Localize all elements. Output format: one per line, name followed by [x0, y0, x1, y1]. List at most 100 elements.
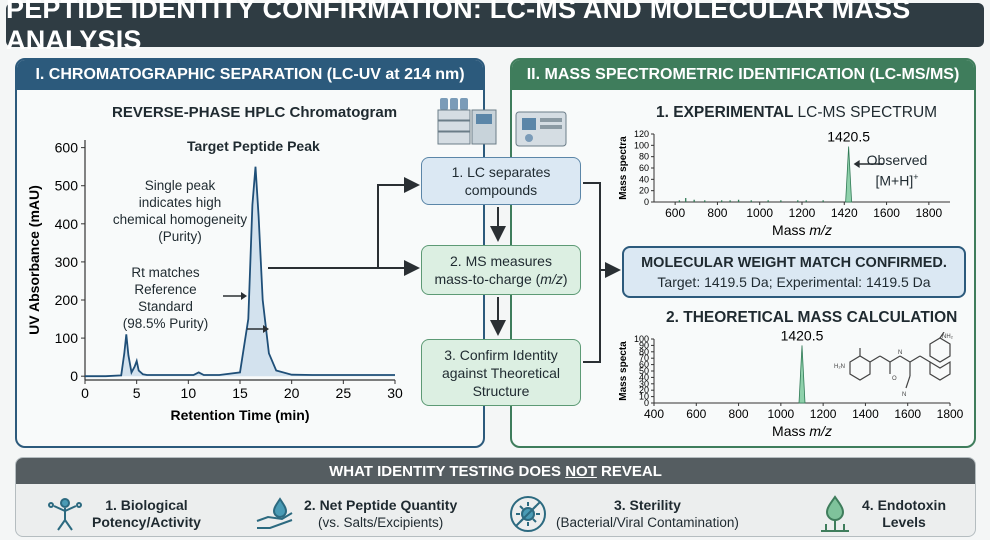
no-microbe-icon	[510, 496, 546, 532]
y-tick-label: 20	[639, 385, 649, 395]
flow-step-2-line: 2. MS measures	[450, 253, 552, 269]
flow-step-ms-measures: 2. MS measures mass-to-charge (m/z)	[421, 245, 581, 295]
spectrum-peak	[798, 345, 806, 404]
target-peak-label: Target Peptide Peak	[187, 138, 320, 154]
flow-step-1-line: 1. LC separates	[451, 164, 551, 180]
y-tick-label: 80	[639, 152, 649, 162]
retention-note-line: Reference	[134, 282, 197, 297]
y-tick-label: 80	[639, 347, 649, 357]
x-tick-label: 1200	[789, 206, 816, 220]
x-tick-label: 1400	[852, 407, 879, 421]
match-confirmed-box: MOLECULAR WEIGHT MATCH CONFIRMED. Target…	[622, 246, 966, 298]
limitation-subtitle: Levels	[882, 514, 926, 530]
y-tick-label: 40	[639, 174, 649, 184]
purity-note-line: (Purity)	[158, 229, 202, 244]
x-axis-label: Mass m/z	[772, 423, 832, 439]
x-tick-label: 1000	[746, 206, 773, 220]
purity-note-line: chemical homogeneity	[112, 212, 248, 227]
limitations-header-not: NOT	[565, 462, 597, 480]
x-axis-label: Retention Time (min)	[171, 407, 310, 423]
flow-step-2-line: mass-to-charge (m/z)	[434, 270, 567, 288]
x-tick-label: 20	[284, 385, 300, 401]
limitation-text: 2. Net Peptide Quantity(vs. Salts/Excipi…	[304, 497, 457, 531]
observed-label: Observed	[866, 152, 928, 168]
y-tick-label: 50	[639, 366, 649, 376]
x-tick-label: 1800	[916, 206, 943, 220]
hplc-instrument-icon	[437, 98, 497, 145]
x-tick-label: 1600	[873, 206, 900, 220]
x-tick-label: 600	[665, 206, 685, 220]
water-drop-plant-icon	[821, 495, 849, 532]
purity-arrow-head	[263, 325, 269, 333]
y-axis-label: Mass specta	[618, 341, 629, 401]
retention-arrow-head	[241, 292, 247, 300]
purity-note-line: Single peak	[144, 178, 216, 193]
flow-step-1-line: compounds	[464, 182, 538, 198]
limitation-title: 4. Endotoxin	[862, 497, 946, 513]
match-detail: Target: 1419.5 Da; Experimental: 1419.5 …	[657, 274, 931, 290]
observed-ion: [M+H]+	[852, 169, 942, 190]
flow-step-confirm-identity: 3. Confirm Identity against Theoretical …	[421, 339, 581, 406]
y-tick-label: 0	[70, 368, 78, 384]
x-tick-label: 1200	[810, 407, 837, 421]
y-axis-label: Mass spectra	[618, 136, 629, 200]
y-tick-label: 60	[639, 163, 649, 173]
peak-label: 1420.5	[827, 128, 870, 144]
retention-note-line: Standard	[138, 299, 193, 314]
x-tick-label: 1600	[894, 407, 921, 421]
svg-text:H₂N: H₂N	[834, 364, 845, 370]
experimental-spectrum-title-bold: 1. EXPERIMENTAL	[656, 104, 794, 121]
x-axis-label: Mass m/z	[772, 222, 832, 238]
flow-step-2-mz: m/z	[540, 271, 563, 287]
purity-note-line: indicates high	[138, 195, 222, 210]
y-tick-label: 60	[639, 360, 649, 370]
x-tick-label: 0	[81, 385, 89, 401]
y-tick-label: 120	[634, 129, 649, 139]
y-tick-label: 0	[644, 197, 649, 207]
y-tick-label: 40	[639, 372, 649, 382]
theoretical-mass-title: 2. THEORETICAL MASS CALCULATION	[666, 309, 958, 326]
x-tick-label: 1420	[831, 206, 858, 220]
y-tick-label: 500	[55, 178, 79, 194]
y-tick-label: 300	[55, 254, 79, 270]
limitations-header-text: WHAT IDENTITY TESTING DOES	[329, 462, 566, 480]
x-tick-label: 25	[336, 385, 352, 401]
y-tick-label: 70	[639, 353, 649, 363]
limitation-title: 1. Biological	[105, 497, 188, 513]
observed-ion-label: Observed [M+H]+	[852, 152, 942, 190]
page-title-bar: PEPTIDE IDENTITY CONFIRMATION: LC-MS AND…	[6, 0, 984, 55]
flow-step-2-text: mass-to-charge (	[434, 271, 541, 287]
limitation-item-sterility: 3. Sterility(Bacterial/Viral Contaminati…	[508, 494, 739, 534]
limitation-subtitle: Potency/Activity	[92, 514, 201, 530]
x-tick-label: 600	[686, 407, 706, 421]
y-tick-label: 90	[639, 340, 649, 350]
match-title: MOLECULAR WEIGHT MATCH CONFIRMED.	[641, 255, 947, 271]
svg-text:NH₂: NH₂	[942, 334, 954, 340]
x-tick-label: 800	[729, 407, 749, 421]
y-tick-label: 100	[634, 140, 649, 150]
hand-drop-icon	[256, 497, 293, 529]
x-tick-label: 400	[644, 407, 664, 421]
observed-ion-text: [M+H]	[875, 172, 914, 189]
y-tick-label: 20	[639, 186, 649, 196]
y-tick-label: 100	[55, 330, 79, 346]
limitations-header-text: REVEAL	[596, 462, 662, 480]
flow-step-2-text: )	[562, 271, 568, 287]
observed-ion-charge: +	[913, 172, 919, 182]
x-tick-label: 10	[181, 385, 197, 401]
limitation-item-quantity: 2. Net Peptide Quantity(vs. Salts/Excipi…	[254, 494, 457, 534]
y-tick-label: 30	[639, 379, 649, 389]
limitations-header: WHAT IDENTITY TESTING DOES NOT REVEAL	[16, 458, 975, 484]
svg-text:N: N	[902, 392, 906, 398]
flow-step-3-line: 3. Confirm Identity	[444, 346, 558, 363]
purity-note: Single peak indicates high chemical homo…	[110, 177, 250, 245]
x-tick-label: 1000	[768, 407, 795, 421]
y-tick-label: 400	[55, 216, 79, 232]
mass-spec-panel-header: II. MASS SPECTROMETRIC IDENTIFICATION (L…	[512, 60, 974, 90]
retention-note: Rt matches Reference Standard (98.5% Pur…	[108, 264, 223, 332]
